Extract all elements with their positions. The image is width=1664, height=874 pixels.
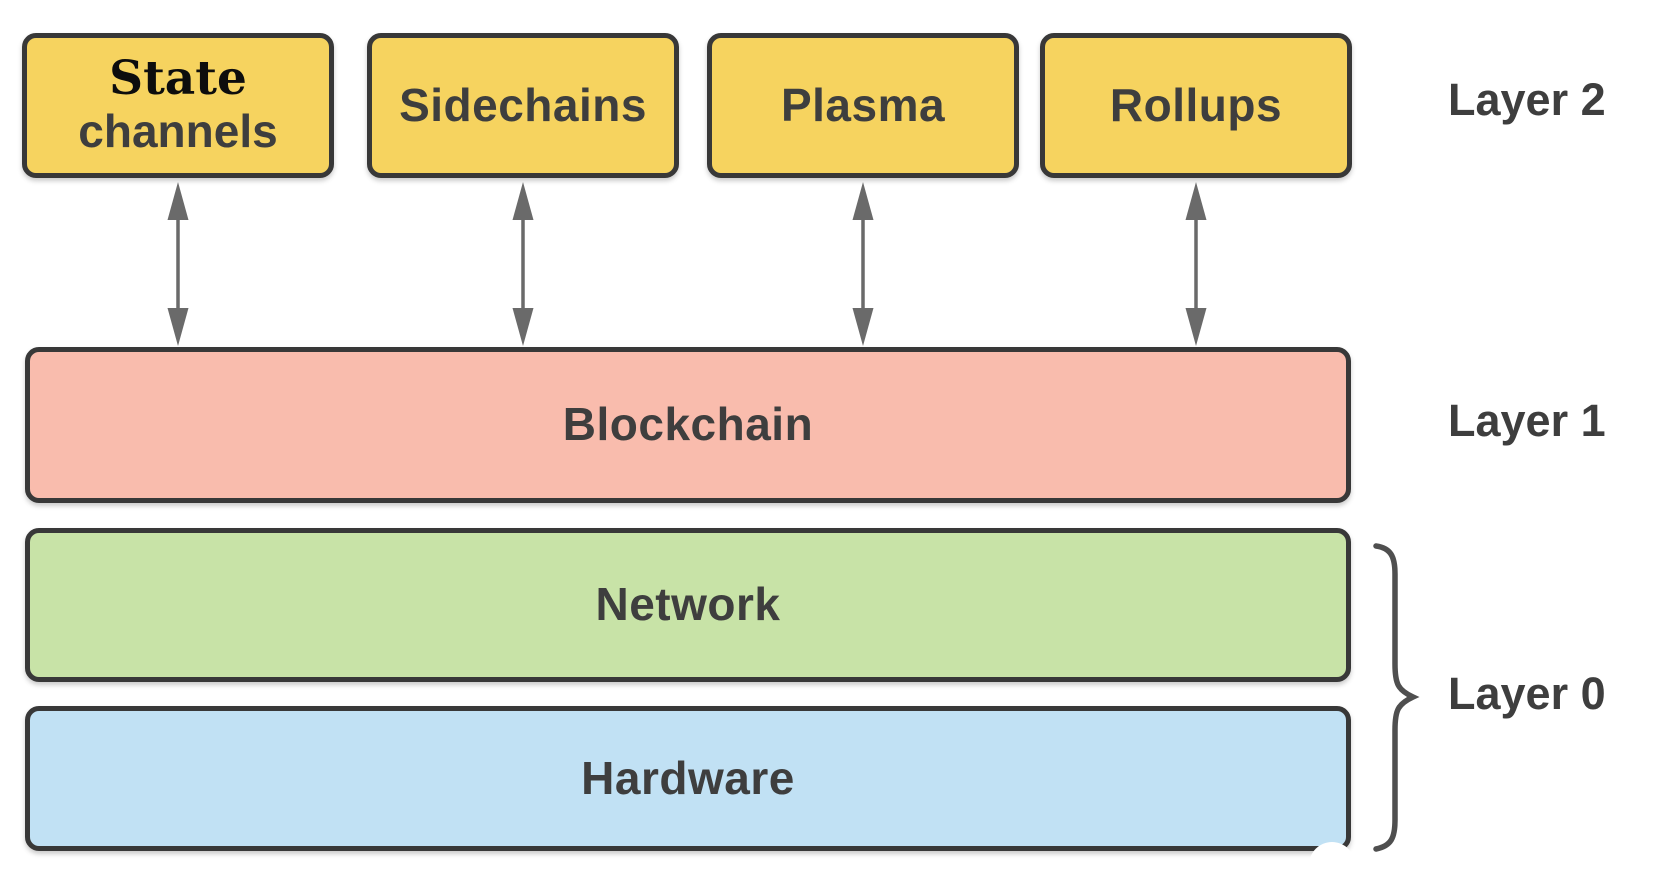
layer2-box-state-channels: State channels <box>22 33 334 178</box>
layer0-label: Layer 0 <box>1448 668 1606 719</box>
curly-brace-icon <box>1373 543 1420 852</box>
double-arrow-icon <box>1185 182 1207 346</box>
layer2-box-plasma: Plasma <box>707 33 1019 178</box>
layer2-box-sidechains: Sidechains <box>367 33 679 178</box>
layer1-box-blockchain: Blockchain <box>25 347 1351 503</box>
layer0-box-hardware: Hardware <box>25 706 1351 851</box>
double-arrow-icon <box>852 182 874 346</box>
layer2-box-rollups: Rollups <box>1040 33 1352 178</box>
box-label: Network <box>595 578 781 631</box>
box-label: Hardware <box>581 751 795 804</box>
watermark-notch <box>1309 842 1355 874</box>
box-label: Blockchain <box>562 398 814 451</box>
layer1-label: Layer 1 <box>1448 395 1606 446</box>
layer2-label: Layer 2 <box>1448 74 1606 125</box>
channels-word: channels <box>78 105 278 158</box>
box-label: Rollups <box>1109 78 1283 131</box>
box-label: Plasma <box>780 78 946 131</box>
state-word: State <box>109 51 247 107</box>
layer0-box-network: Network <box>25 528 1351 682</box>
box-label: Sidechains <box>399 78 647 131</box>
double-arrow-icon <box>512 182 534 346</box>
double-arrow-icon <box>167 182 189 346</box>
